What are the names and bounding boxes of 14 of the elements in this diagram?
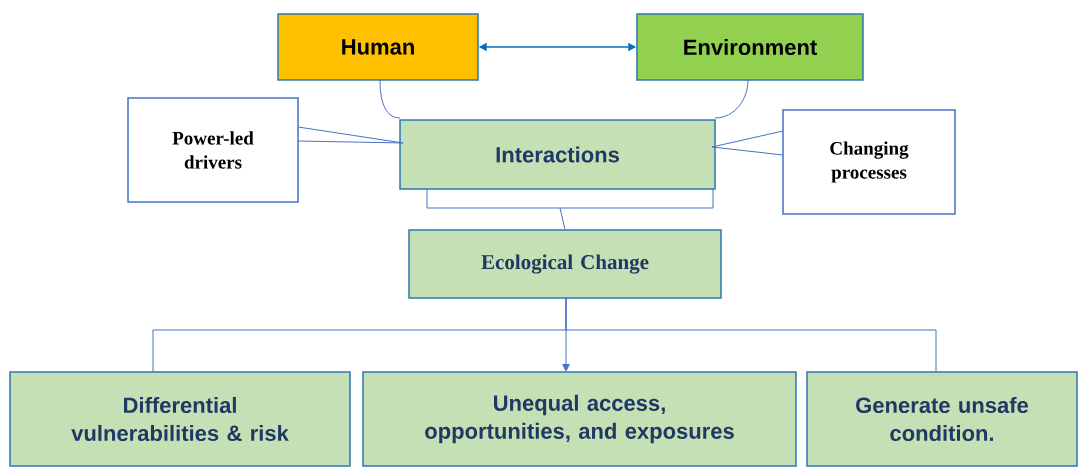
connector-line [711, 130, 784, 156]
callout-box: Power-led drivers [127, 97, 299, 203]
process-box: Ecological Change [408, 229, 722, 299]
callout-pointer [297, 126, 404, 144]
callout-box: Changing processes [782, 109, 956, 215]
process-box: Environment [636, 13, 864, 81]
outcome-box: Differential vulnerabilities & risk [9, 371, 351, 467]
outcome-box: Unequal access, opportunities, and exposures [362, 371, 797, 467]
connector-line [565, 297, 937, 373]
connector-line [379, 79, 401, 119]
process-box: Interactions [399, 119, 716, 190]
brace-connector [426, 188, 714, 230]
outcome-box: Generate unsafe condition. [806, 371, 1078, 467]
process-box: Human [277, 13, 479, 81]
